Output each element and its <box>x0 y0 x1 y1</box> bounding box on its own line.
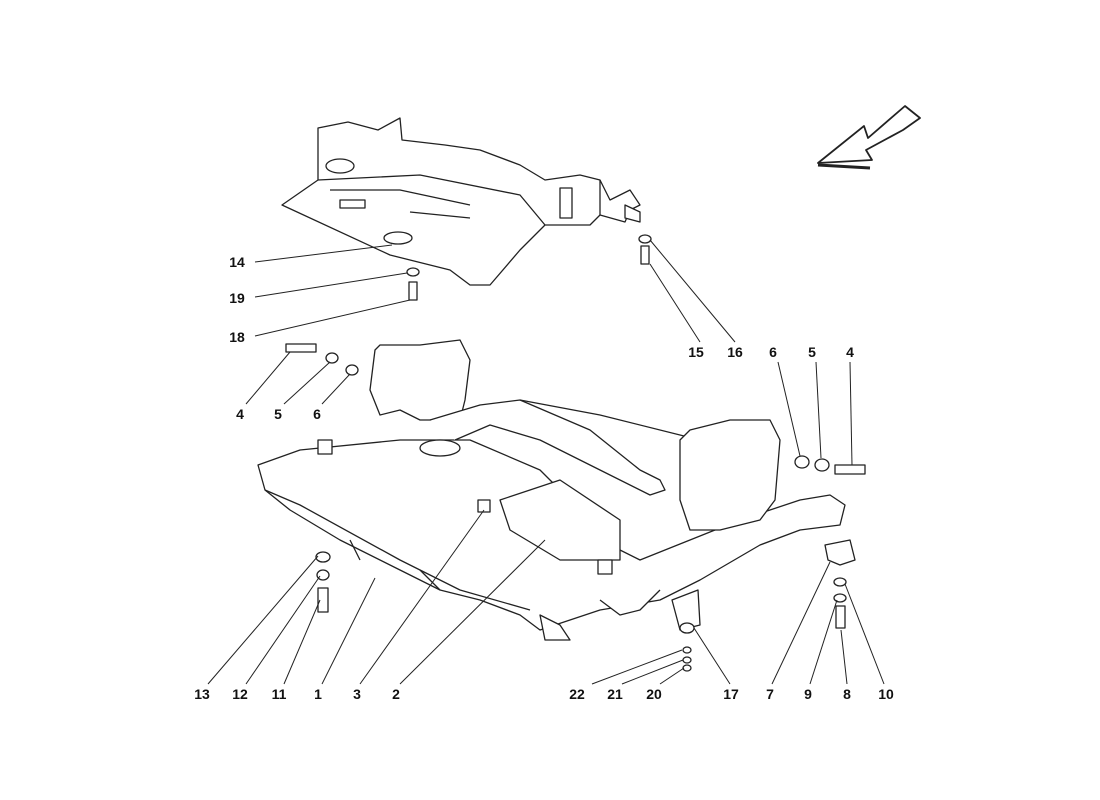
callout-4-left[interactable]: 4 <box>236 406 244 422</box>
callout-2[interactable]: 2 <box>392 686 400 702</box>
leader-lines <box>207 239 885 685</box>
callout-6-right[interactable]: 6 <box>769 344 777 360</box>
callout-9[interactable]: 9 <box>804 686 812 702</box>
callout-16[interactable]: 16 <box>727 344 743 360</box>
callout-15[interactable]: 15 <box>688 344 704 360</box>
shield-fasteners <box>406 234 652 301</box>
callout-13[interactable]: 13 <box>194 686 210 702</box>
callout-5-left[interactable]: 5 <box>274 406 282 422</box>
callout-7[interactable]: 7 <box>766 686 774 702</box>
callout-1[interactable]: 1 <box>314 686 322 702</box>
callout-12[interactable]: 12 <box>232 686 248 702</box>
callout-21[interactable]: 21 <box>607 686 623 702</box>
callout-17[interactable]: 17 <box>723 686 739 702</box>
callout-5-right[interactable]: 5 <box>808 344 816 360</box>
callout-18[interactable]: 18 <box>229 329 245 345</box>
callout-8[interactable]: 8 <box>843 686 851 702</box>
arrow-down-left-icon <box>817 105 921 170</box>
front-subframe <box>257 339 846 641</box>
callout-10[interactable]: 10 <box>878 686 894 702</box>
callout-22[interactable]: 22 <box>569 686 585 702</box>
fasteners <box>285 343 866 672</box>
callout-14[interactable]: 14 <box>229 254 245 270</box>
callout-6-left[interactable]: 6 <box>313 406 321 422</box>
underbody-shield <box>281 117 641 286</box>
callout-3[interactable]: 3 <box>353 686 361 702</box>
callout-20[interactable]: 20 <box>646 686 662 702</box>
callout-11[interactable]: 11 <box>271 686 287 702</box>
callout-4-right[interactable]: 4 <box>846 344 854 360</box>
callout-19[interactable]: 19 <box>229 290 245 306</box>
